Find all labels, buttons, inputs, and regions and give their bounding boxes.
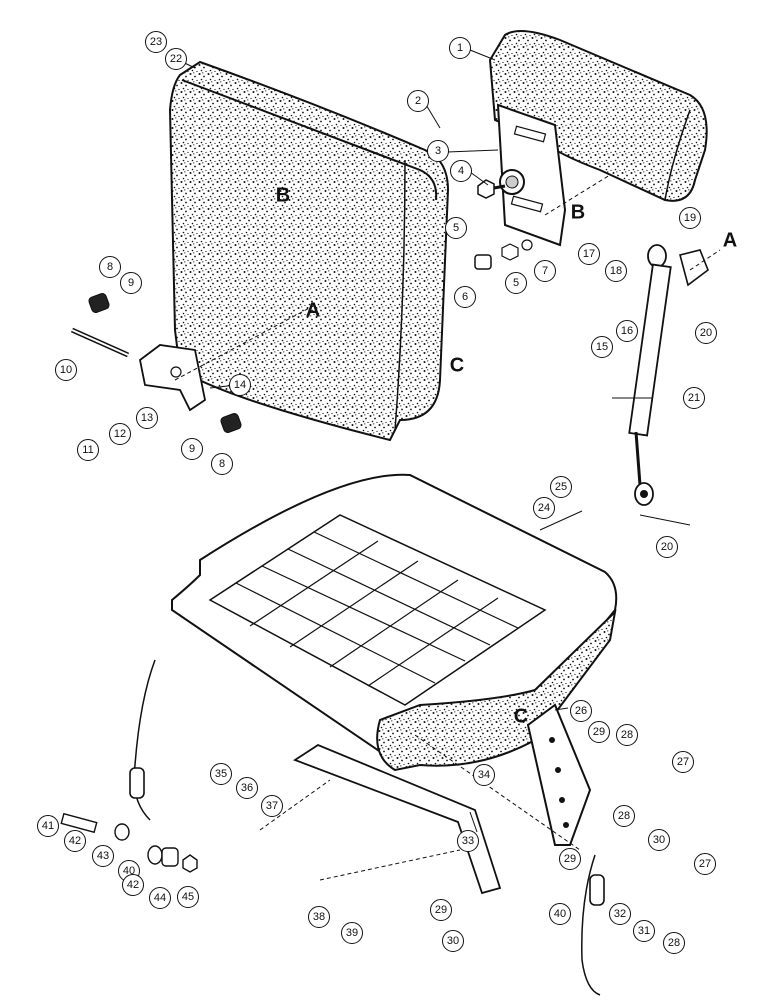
- callout-24: 24: [533, 497, 555, 519]
- callout-32: 32: [609, 903, 631, 925]
- callout-36: 36: [236, 777, 258, 799]
- callout-9: 9: [181, 438, 203, 460]
- callout-8: 8: [211, 453, 233, 475]
- left-fasteners: [60, 812, 198, 873]
- callout-25: 25: [550, 476, 572, 498]
- callout-27: 27: [672, 751, 694, 773]
- ref-letter-B: B: [275, 184, 291, 207]
- callout-34: 34: [473, 764, 495, 786]
- callout-9: 9: [120, 272, 142, 294]
- callout-16: 16: [616, 320, 638, 342]
- callout-40: 40: [549, 903, 571, 925]
- cable-sleeve-left: [129, 767, 145, 799]
- callout-38: 38: [308, 906, 330, 928]
- ref-letter-A: A: [722, 229, 738, 252]
- callout-12: 12: [109, 423, 131, 445]
- callout-13: 13: [136, 407, 158, 429]
- ref-letter-B: B: [570, 201, 586, 224]
- bracket-19: [679, 249, 709, 287]
- gas-spring: [628, 244, 672, 506]
- bushing-8: [88, 293, 110, 313]
- callout-29: 29: [588, 721, 610, 743]
- callout-19: 19: [679, 207, 701, 229]
- callout-29: 29: [559, 848, 581, 870]
- callout-43: 43: [92, 845, 114, 867]
- callout-42: 42: [122, 874, 144, 896]
- callout-4: 4: [450, 160, 472, 182]
- callout-44: 44: [149, 887, 171, 909]
- callout-1: 1: [449, 37, 471, 59]
- callout-20: 20: [695, 322, 717, 344]
- headrest-bracket: [496, 103, 567, 247]
- ref-letter-C: C: [513, 705, 529, 728]
- leader-lines: [174, 174, 721, 881]
- callout-37: 37: [261, 795, 283, 817]
- callout-17: 17: [578, 243, 600, 265]
- cable-left: [133, 659, 156, 821]
- callout-28: 28: [616, 724, 638, 746]
- callout-45: 45: [177, 886, 199, 908]
- ref-letter-A: A: [305, 299, 321, 322]
- callout-41: 41: [37, 815, 59, 837]
- seat-bracket-34: [293, 743, 502, 895]
- callout-23: 23: [145, 31, 167, 53]
- cable-sleeve-right: [589, 874, 605, 906]
- bushing-8b: [220, 413, 242, 433]
- callout-29: 29: [430, 899, 452, 921]
- headrest: [488, 30, 708, 202]
- callout-33: 33: [457, 830, 479, 852]
- callout-2: 2: [407, 90, 429, 112]
- ref-letter-C: C: [449, 354, 465, 377]
- callout-26: 26: [570, 700, 592, 722]
- callout-8: 8: [99, 256, 121, 278]
- seat-cushion: [171, 473, 618, 772]
- callout-28: 28: [613, 805, 635, 827]
- callout-3: 3: [427, 140, 449, 162]
- callout-5: 5: [445, 217, 467, 239]
- callout-21: 21: [683, 387, 705, 409]
- nut-and-washer: [474, 239, 533, 270]
- callout-42: 42: [64, 830, 86, 852]
- callout-15: 15: [591, 336, 613, 358]
- backrest-cushion: [168, 60, 450, 442]
- hinge-bracket: [139, 344, 207, 412]
- bolt: [477, 179, 506, 199]
- callout-10: 10: [55, 359, 77, 381]
- callout-20: 20: [656, 536, 678, 558]
- callout-35: 35: [210, 763, 232, 785]
- seat-side-bracket: [526, 703, 592, 846]
- cable-right: [581, 854, 601, 996]
- callout-11: 11: [77, 439, 99, 461]
- callout-28: 28: [663, 932, 685, 954]
- callout-6: 6: [454, 286, 476, 308]
- callout-30: 30: [648, 829, 670, 851]
- callout-22: 22: [165, 48, 187, 70]
- callout-39: 39: [341, 922, 363, 944]
- pin: [70, 327, 130, 358]
- callout-14: 14: [229, 374, 251, 396]
- callout-7: 7: [534, 260, 556, 282]
- callout-27: 27: [694, 853, 716, 875]
- callout-5: 5: [505, 272, 527, 294]
- callout-31: 31: [633, 920, 655, 942]
- callout-30: 30: [442, 930, 464, 952]
- callout-18: 18: [605, 260, 627, 282]
